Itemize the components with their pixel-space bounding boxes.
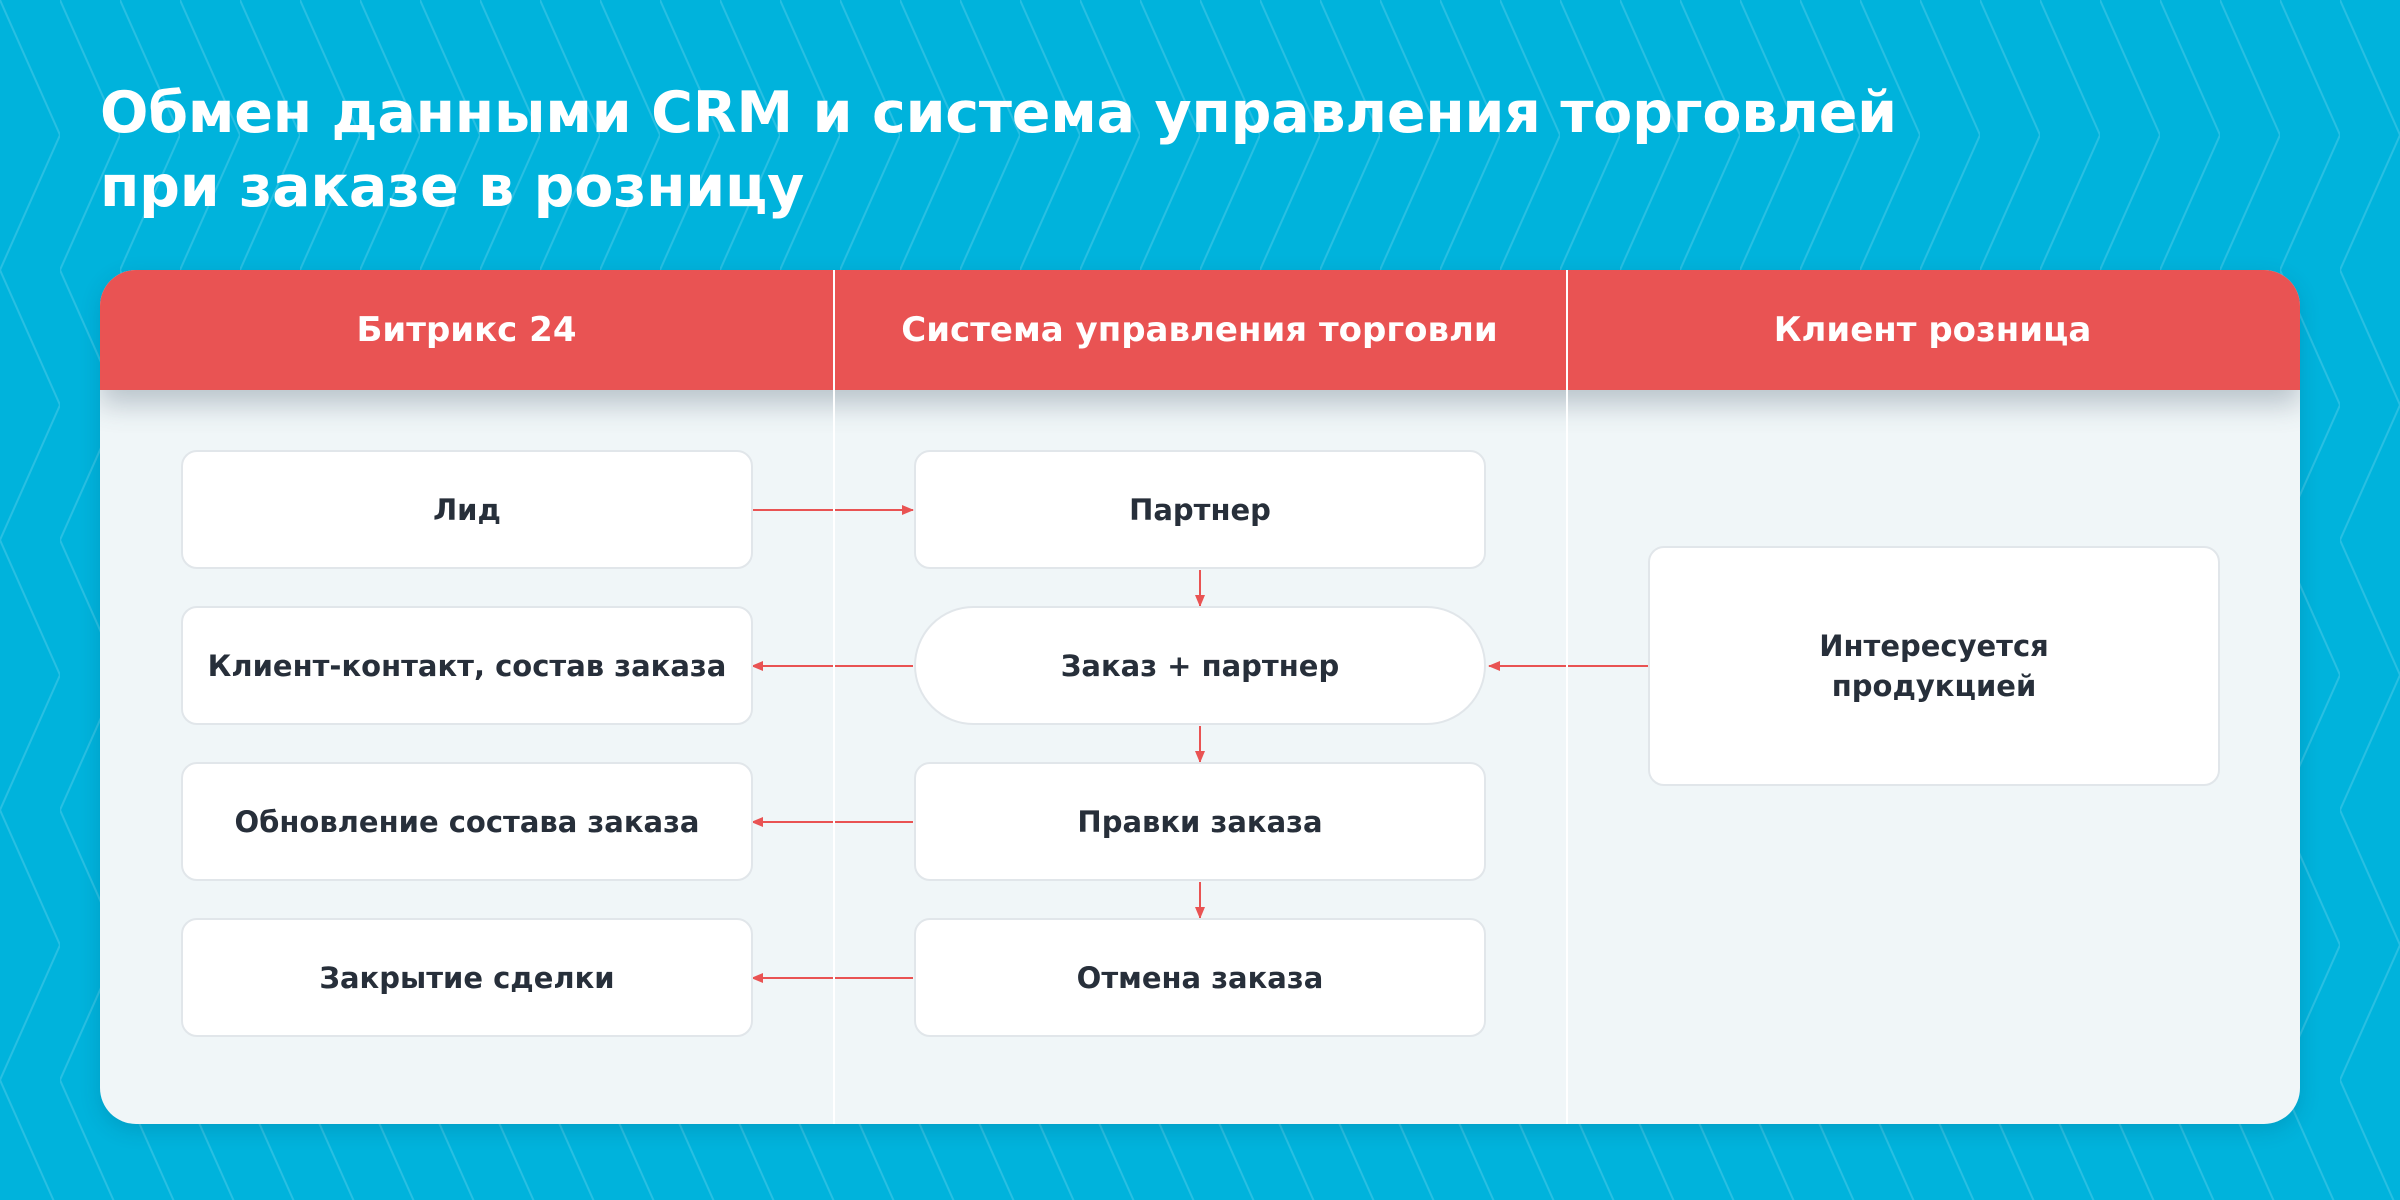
column-divider [1566,270,1568,1124]
columns-header: Битрикс 24 Система управления торговли К… [100,270,2300,390]
box-lead: Лид [181,450,753,569]
box-label: Правки заказа [1077,804,1323,839]
column-header-retail-client: Клиент розница [1773,310,2092,350]
box-order-update: Обновление состава заказа [181,762,753,881]
box-deal-close: Закрытие сделки [181,918,753,1037]
page-title-line-2: при заказе в розницу [100,154,805,220]
column-header-bitrix24: Битрикс 24 [356,310,577,350]
flow-diagram-card: Битрикс 24 Система управления торговли К… [100,270,2300,1124]
page-title-line-1: Обмен данными CRM и система управления т… [100,80,1897,146]
box-label: Партнер [1129,492,1271,527]
box-label: Закрытие сделки [319,960,615,995]
box-label: Лид [433,492,501,527]
box-interested-in-products: Интересуется продукцией [1648,546,2220,786]
box-label: Отмена заказа [1076,960,1324,995]
column-header-trade-system: Система управления торговли [901,310,1498,350]
box-label: Заказ + партнер [1060,648,1340,683]
box-client-contact: Клиент-контакт, состав заказа [181,606,753,725]
box-partner: Партнер [914,450,1486,569]
box-label: Обновление состава заказа [234,804,700,839]
column-divider [833,270,835,1124]
box-order-edits: Правки заказа [914,762,1486,881]
box-label: Интересуется продукцией [1819,629,2049,703]
connector-arrows [751,505,1650,983]
page-title: Обмен данными CRM и система управления т… [100,76,2000,224]
box-order-cancel: Отмена заказа [914,918,1486,1037]
box-label: Клиент-контакт, состав заказа [207,648,727,683]
box-order-partner: Заказ + партнер [914,606,1486,725]
